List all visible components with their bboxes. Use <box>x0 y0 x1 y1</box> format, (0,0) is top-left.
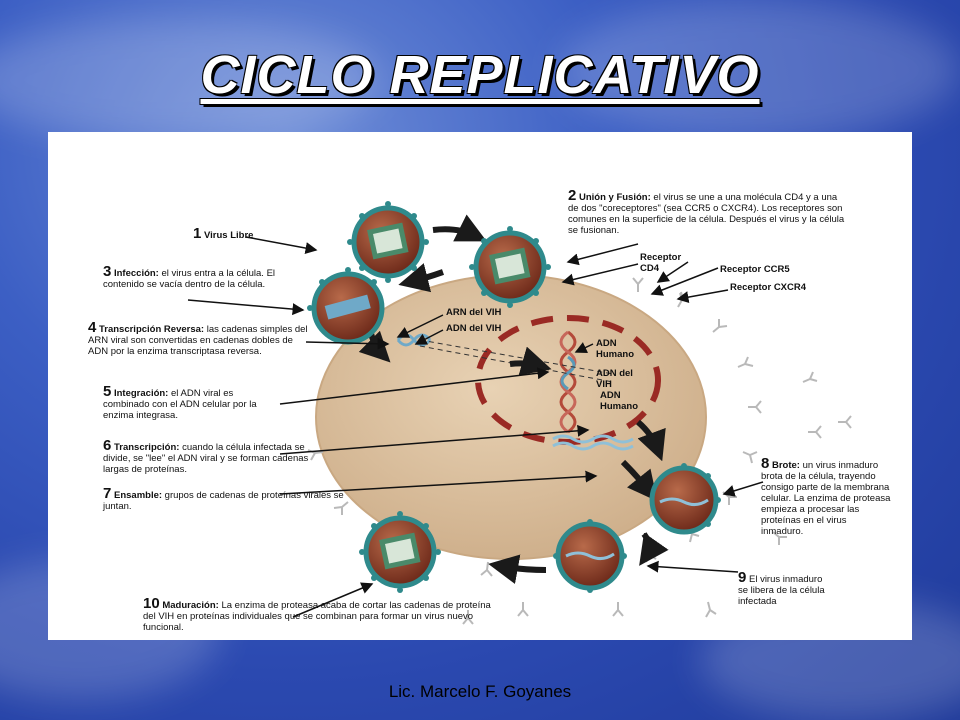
step-9-number: 9 <box>738 569 747 586</box>
adn-humano-bottom-label: ADN Humano <box>600 390 638 412</box>
step-8-head: Brote: <box>771 460 800 471</box>
receptor-ccr5-label: Receptor CCR5 <box>720 264 790 275</box>
protein-chains <box>552 434 634 451</box>
replication-cycle-diagram <box>187 201 852 625</box>
step-6-number: 6 <box>103 437 112 454</box>
step-7-text: grupos de cadenas de proteínas virales s… <box>103 490 344 512</box>
step-2-number: 2 <box>568 187 577 204</box>
step-5-text: el ADN viral es combinado con el ADN cel… <box>103 388 257 421</box>
step-10-number: 10 <box>143 595 160 612</box>
step-2-label: 2 Unión y Fusión: el virus se une a una … <box>568 187 848 236</box>
step-7-number: 7 <box>103 485 112 502</box>
nucleus-membrane <box>475 315 661 445</box>
step-4-number: 4 <box>88 319 97 336</box>
step-2-text: el virus se une a una molécula CD4 y a u… <box>568 192 845 236</box>
step-3-head: Infección: <box>113 268 159 279</box>
arn-vih-label: ARN del VIH <box>446 307 502 318</box>
diagram-panel: 1 Virus Libre 2 Unión y Fusión: el virus… <box>48 132 912 640</box>
virus-9-released <box>555 521 625 591</box>
step-6-label: 6 Transcripción: cuando la célula infect… <box>103 437 333 475</box>
step-8-text: un virus inmaduro brota de la célula, tr… <box>761 460 891 537</box>
adn-humano-top-label: ADN Humano <box>596 338 634 360</box>
step-6-head: Transcripción: <box>113 442 180 453</box>
step-7-label: 7 Ensamble: grupos de cadenas de proteín… <box>103 485 348 512</box>
step-5-head: Integración: <box>113 388 169 399</box>
step-10-head: Maduración: <box>162 600 219 611</box>
adn-vih-label: ADN del VIH <box>446 323 502 334</box>
step-4-head: Transcripción Reversa: <box>98 324 205 335</box>
slide-title: CICLO REPLICATIVO <box>200 45 760 105</box>
receptor-cd4-label: Receptor CD4 <box>640 252 682 274</box>
step-1-number: 1 <box>193 225 202 242</box>
step-10-label: 10 Maduración: La enzima de proteasa aca… <box>143 595 503 633</box>
step-6-text: cuando la célula infectada se divide, se… <box>103 442 309 475</box>
step-3-label: 3 Infección: el virus entra a la célula.… <box>103 263 293 290</box>
virus-1-free <box>351 205 425 279</box>
step-5-label: 5 Integración: el ADN viral es combinado… <box>103 383 278 421</box>
step-9-text: El virus inmaduro se libera de la célula… <box>738 574 825 607</box>
step-3-text: el virus entra a la célula. El contenido… <box>103 268 276 290</box>
step-4-text: las cadenas simples del ARN viral son co… <box>88 324 308 357</box>
virus-2-binding <box>473 230 547 304</box>
step-7-head: Ensamble: <box>113 490 163 501</box>
label-pointers <box>187 236 764 618</box>
slide-footer: Lic. Marcelo F. Goyanes <box>388 682 572 701</box>
receptor-cxcr4-label: Receptor CXCR4 <box>730 282 807 293</box>
step-5-number: 5 <box>103 383 112 400</box>
step-2-head: Unión y Fusión: <box>578 192 651 203</box>
step-1-head: Virus Libre <box>203 230 254 241</box>
step-9-label: 9 El virus inmaduro se libera de la célu… <box>738 569 828 607</box>
step-3-number: 3 <box>103 263 112 280</box>
virus-3-infection <box>311 271 385 345</box>
virus-10-mature <box>363 515 437 589</box>
step-8-number: 8 <box>761 455 770 472</box>
adn-vih-center-label: ADN del VIH <box>596 368 633 390</box>
step-8-label: 8 Brote: un virus inmaduro brota de la c… <box>761 455 891 537</box>
human-dna-helix <box>559 330 577 434</box>
step-10-text: La enzima de proteasa acaba de cortar la… <box>143 600 491 633</box>
step-4-label: 4 Transcripción Reversa: las cadenas sim… <box>88 319 308 357</box>
step-1-label: 1 Virus Libre <box>193 225 303 242</box>
